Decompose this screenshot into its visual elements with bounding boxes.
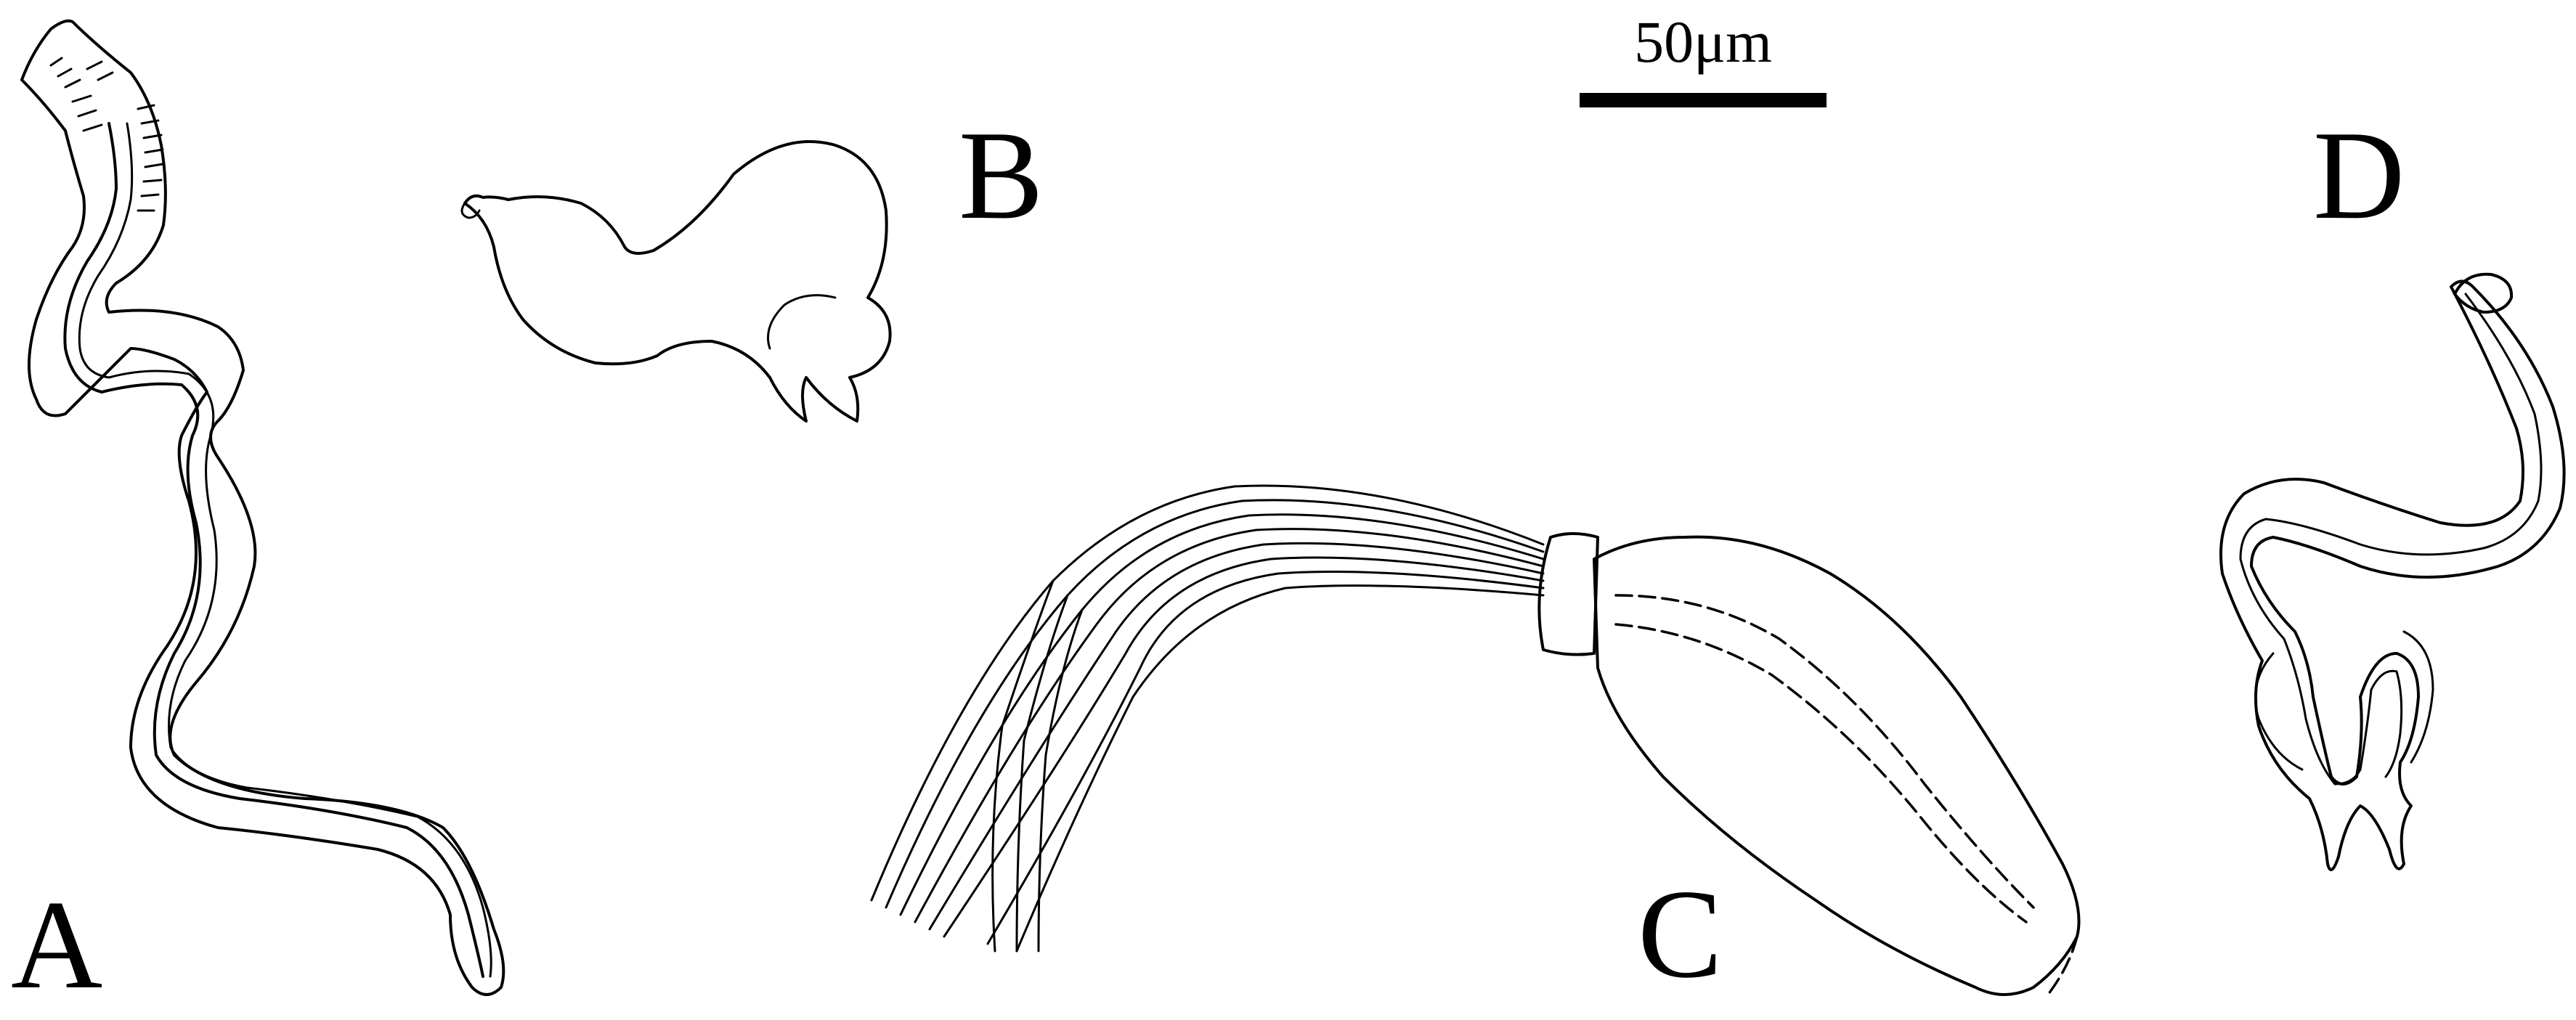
scale-bar-line bbox=[1580, 93, 1827, 107]
panel-d-lobe-right bbox=[2402, 630, 2434, 764]
panel-b-outline bbox=[463, 140, 892, 423]
panel-c-label: C bbox=[1638, 863, 1723, 1004]
panel-a-drawing bbox=[20, 19, 505, 996]
scale-bar-label: 50μm bbox=[1634, 9, 1772, 75]
panel-c-drawing bbox=[870, 484, 2081, 996]
panel-a-striations bbox=[49, 57, 164, 212]
panel-b-tip bbox=[460, 202, 481, 219]
panel-d-bulb bbox=[2453, 272, 2514, 314]
panel-c-body bbox=[1593, 535, 2081, 996]
panel-c-tip-dashed bbox=[2047, 935, 2079, 996]
panel-a-tube-inner-2 bbox=[78, 122, 492, 978]
panel-c-internal-line-2 bbox=[1614, 623, 2028, 923]
panel-c-flagella bbox=[870, 484, 1545, 952]
scale-bar: 50μm bbox=[1580, 9, 1827, 107]
panel-b-label: B bbox=[959, 105, 1044, 245]
panel-c-collar bbox=[1537, 532, 1599, 656]
panel-d-label: D bbox=[2313, 105, 2405, 245]
panel-c-internal-line-1 bbox=[1614, 594, 2035, 909]
panel-a-tube-outer bbox=[20, 19, 505, 996]
panel-b-drawing bbox=[460, 140, 892, 423]
panel-d-tube-inner bbox=[2239, 293, 2543, 786]
panel-a-label: A bbox=[11, 874, 102, 1015]
panel-d-drawing bbox=[2219, 272, 2566, 871]
panel-b-lobe bbox=[767, 294, 837, 350]
panel-d-tube-outer bbox=[2219, 280, 2566, 871]
panel-a-tube-inner bbox=[63, 122, 484, 978]
panel-d-lobe-left bbox=[2254, 652, 2304, 771]
